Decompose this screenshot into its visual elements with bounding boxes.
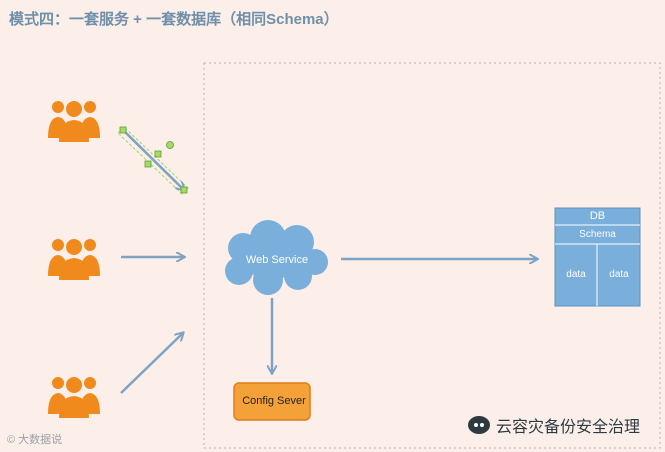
selected-arrow[interactable]: [117, 126, 189, 195]
config-server-box: [233, 382, 311, 421]
web-service-label: Web Service: [245, 254, 309, 266]
resize-handle[interactable]: [180, 186, 188, 194]
watermark: © 大数据说: [7, 434, 63, 446]
resize-handle[interactable]: [119, 126, 127, 134]
resize-handle[interactable]: [144, 160, 152, 168]
cloud-icon: [225, 220, 328, 295]
config-server-label: Config Sever: [242, 395, 306, 407]
wechat-icon: [468, 416, 490, 434]
rotate-handle[interactable]: [166, 141, 174, 149]
db-data-right: data: [609, 269, 629, 280]
users-group-icon: [48, 377, 100, 418]
brand-name: 云容灾备份安全治理: [496, 417, 641, 436]
database-icon: [554, 207, 641, 307]
users-group-icon: [48, 101, 100, 142]
page-title: 模式四：一套服务 + 一套数据库（相同Schema）: [9, 11, 339, 28]
resize-handle[interactable]: [154, 150, 162, 158]
db-title: DB: [589, 210, 606, 222]
brand: 云容灾备份安全治理: [468, 413, 640, 437]
db-schema-label: Schema: [579, 229, 616, 240]
users-group-icon: [48, 239, 100, 280]
arrow-icon: [120, 333, 183, 394]
db-data-left: data: [566, 269, 586, 280]
